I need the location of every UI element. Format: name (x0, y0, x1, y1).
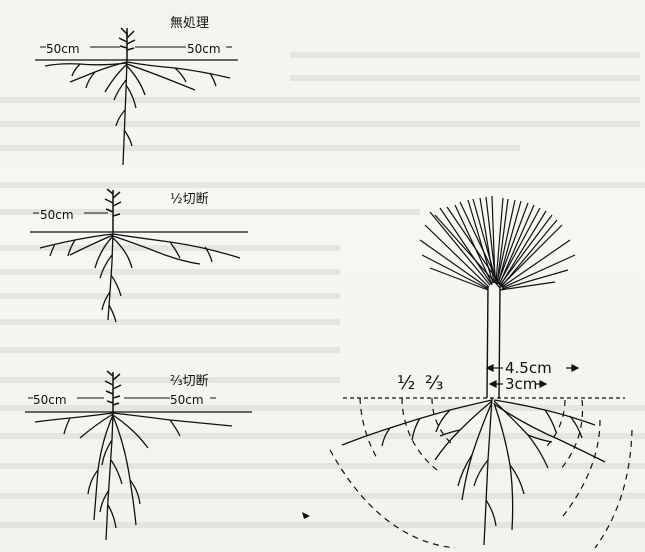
panel2-left-distance-label: 50cm (40, 208, 74, 222)
panel-title-two-thirds-cut: ⅔切断 (170, 374, 209, 389)
fraction-half-label: ½ (397, 372, 415, 394)
panel-no-treatment: 無処理 50cm 50cm (35, 16, 238, 165)
panel-title-half-cut: ½切断 (170, 192, 209, 207)
detail-crown-needles (420, 196, 575, 290)
panel1-right-distance-label: 50cm (187, 42, 221, 56)
fraction-two-thirds-label: ⅔ (425, 372, 443, 394)
panel-two-thirds-cut: ⅔切断 50cm 50cm (25, 371, 252, 540)
panel3-root-system (35, 412, 232, 540)
panel-title-no-treatment: 無処理 (170, 16, 209, 31)
panel1-left-distance-label: 50cm (46, 42, 80, 56)
detail-stem (487, 286, 500, 398)
panel-half-cut: ½切断 50cm (30, 189, 248, 322)
background-text-texture (0, 55, 645, 525)
stray-mark (302, 512, 310, 519)
panel3-right-distance-label: 50cm (170, 393, 204, 407)
measure-inner-label: 3cm (505, 375, 537, 393)
panel1-seedling-top (119, 28, 135, 60)
panel3-left-distance-label: 50cm (33, 393, 67, 407)
